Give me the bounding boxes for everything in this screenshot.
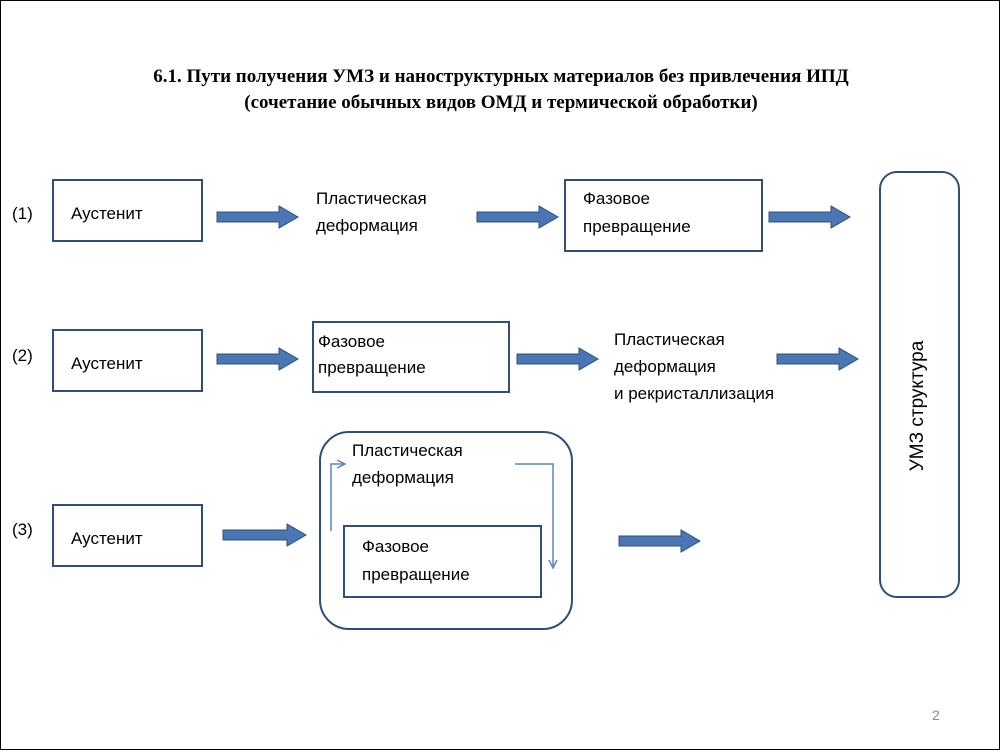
row-1-transformation-line-1: Фазовое: [583, 189, 650, 208]
row-3-austenite-text: Аустенит: [71, 529, 143, 548]
arrow-row-2-b: [516, 347, 599, 371]
row-2-transformation-box: Фазовое превращение: [312, 321, 510, 393]
row-2-austenite-text: Аустенит: [71, 354, 143, 373]
row-1-label: (1): [12, 204, 33, 223]
row-3-deformation-line-1: Пластическая: [352, 441, 463, 460]
row-3-transformation-box: Фазовое превращение: [343, 525, 542, 598]
row-1-deformation-line-2: деформация: [316, 216, 418, 235]
row-1-deformation-line-1: Пластическая: [316, 189, 427, 208]
umz-structure-box: [879, 171, 960, 598]
row-1-transformation-line-2: превращение: [583, 217, 691, 236]
arrow-row-2-a: [216, 347, 299, 371]
row-2-austenite-box: Аустенит: [52, 329, 203, 392]
row-3-transformation-line-1: Фазовое: [362, 537, 429, 556]
row-3-austenite-box: Аустенит: [52, 504, 203, 567]
arrow-row-3-b: [618, 529, 701, 553]
title-line-2: (сочетание обычных видов ОМД и термическ…: [244, 92, 758, 113]
arrow-row-1-a: [216, 205, 299, 229]
row-1-austenite-box: Аустенит: [52, 179, 203, 242]
title-line-1: 6.1. Пути получения УМЗ и наноструктурны…: [153, 66, 849, 87]
slide-title: 6.1. Пути получения УМЗ и наноструктурны…: [1, 64, 1000, 116]
arrow-row-3-a: [222, 523, 307, 547]
row-3-label: (3): [12, 520, 33, 539]
page-number: 2: [932, 707, 940, 723]
row-1-transformation-box: Фазовое превращение: [564, 179, 763, 252]
row-2-deformation-line-1: Пластическая: [614, 330, 725, 349]
cycle-arrow-up: [330, 464, 345, 531]
arrow-row-1-c: [768, 205, 851, 229]
cycle-arrow-down: [515, 463, 553, 568]
row-2-transformation-line-1: Фазовое: [318, 332, 385, 351]
row-2-deformation-line-3: и рекристаллизация: [614, 384, 775, 403]
row-3-transformation-line-2: превращение: [362, 565, 470, 584]
row-2-label: (2): [12, 346, 33, 365]
arrow-row-2-c: [776, 347, 859, 371]
arrow-row-1-b: [476, 205, 559, 229]
row-1-austenite-text: Аустенит: [71, 204, 143, 223]
row-3-deformation-line-2: деформация: [352, 468, 454, 487]
row-2-transformation-line-2: превращение: [318, 358, 426, 377]
row-2-deformation-line-2: деформация: [614, 357, 716, 376]
